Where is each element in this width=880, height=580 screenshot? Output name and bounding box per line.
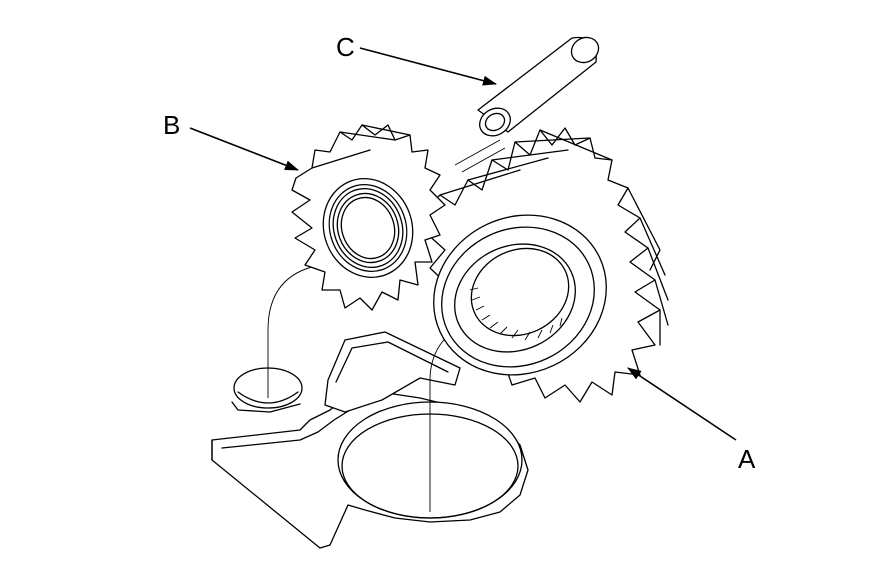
large-gear [419,127,669,403]
small-gear [291,124,446,311]
leader-arrow-a [627,367,737,441]
leader-arrow-b [189,127,299,171]
shaft-pin [454,36,600,173]
callout-a: A [738,444,756,474]
callout-c: C [336,32,355,62]
callout-b: B [163,110,181,140]
leader-arrow-c [359,47,497,86]
